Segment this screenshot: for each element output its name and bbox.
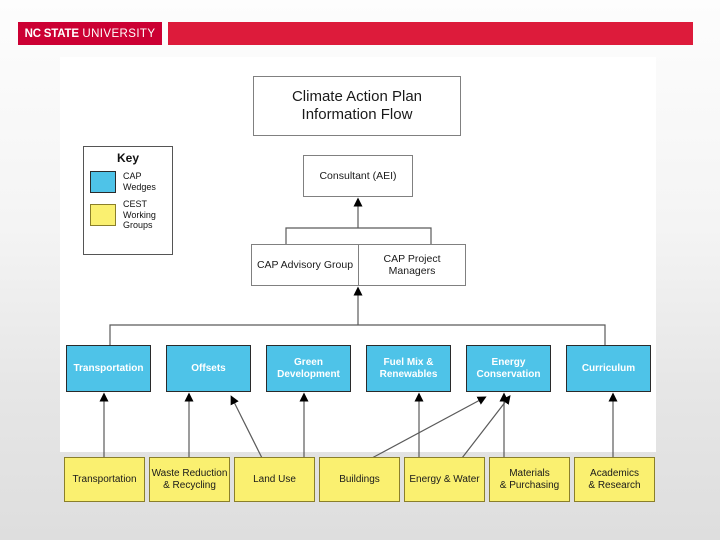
legend-swatch-cest-groups [90,203,116,226]
logo-light-text: UNIVERSITY [78,27,156,40]
cest-3-line1: Buildings [339,473,380,485]
cest-1-line1: Waste Reduction [151,467,228,479]
diagram-title-line1: Climate Action Plan [291,88,423,106]
node-wedge-offsets: Offsets [166,345,251,392]
header-red-bar [168,22,693,45]
legend-item-cap: CAP Wedges [84,171,172,193]
node-cap-managers-label: CAP Project Managers [383,252,441,277]
wedge-5-line1: Curriculum [581,362,636,374]
legend-item-cest: CEST Working Groups [84,199,172,231]
node-cap-advisory-group: CAP Advisory Group [251,244,359,286]
node-cest-materials-purchasing: Materials& Purchasing [489,457,570,502]
wedge-2-line2: Development [277,368,340,380]
legend-cap-line1: CAP [123,171,142,182]
legend-swatch-cap-wedges [90,171,116,193]
wedge-4-line2: Conservation [476,368,541,380]
node-wedge-transportation: Transportation [66,345,151,392]
cest-2-line1: Land Use [253,473,296,485]
wedge-0-line1: Transportation [73,362,144,374]
logo-bold-text: NC STATE [24,27,79,40]
legend-key-box: Key CAP Wedges CEST Working Groups [83,146,173,255]
node-consultant: Consultant (AEI) [303,155,413,197]
legend-label-cest-groups: CEST Working Groups [123,199,156,231]
cest-0-line1: Transportation [72,473,137,485]
wedge-1-line1: Offsets [191,362,226,374]
node-wedge-curriculum: Curriculum [566,345,651,392]
node-cest-land-use: Land Use [234,457,315,502]
legend-cest-line2: Working [123,209,156,220]
wire-buildings-to-energy-cons [371,396,487,459]
legend-cest-line3: Groups [123,220,153,231]
wedge-3-line2: Renewables [379,368,438,380]
legend-cap-line2: Wedges [123,182,156,192]
wire-energywater-to-energy-cons [461,395,511,459]
wire-cap-bracket [285,227,432,244]
header-banner: NC STATE UNIVERSITY [18,22,693,45]
wire-landuse-to-offsets [230,395,263,459]
legend-label-cap-wedges: CAP Wedges [123,171,156,192]
node-cest-academics-research: Academics& Research [574,457,655,502]
node-cap-project-managers: CAP Project Managers [358,244,466,286]
node-cest-waste-reduction-recycling: Waste Reduction& Recycling [149,457,230,502]
cest-1-line2: & Recycling [163,479,216,491]
node-cap-advisory-label: CAP Advisory Group [256,258,354,271]
wedge-3-line1: Fuel Mix & [383,356,434,368]
legend-cest-line1: CEST [123,199,148,209]
node-cest-buildings: Buildings [319,457,400,502]
node-consultant-label: Consultant (AEI) [319,169,397,182]
cest-4-line1: Energy & Water [409,473,480,485]
diagram-title-line2: Information Flow [301,106,413,123]
wedge-2-line1: Green [294,356,323,368]
node-cest-transportation: Transportation [64,457,145,502]
legend-title: Key [116,151,139,165]
wedge-4-line1: Energy [491,356,526,368]
node-cest-energy-water: Energy & Water [404,457,485,502]
cest-6-line2: & Research [588,479,641,491]
cest-5-line2: & Purchasing [499,479,560,491]
cest-5-line1: Materials [509,467,550,479]
diagram-title-box: Climate Action Plan Information Flow [253,76,461,136]
logo-wordmark: NC STATE UNIVERSITY [25,28,156,40]
nc-state-logo: NC STATE UNIVERSITY [18,22,162,45]
node-wedge-fuel-mix-renewables: Fuel Mix &Renewables [366,345,451,392]
cest-6-line1: Academics [590,467,639,479]
